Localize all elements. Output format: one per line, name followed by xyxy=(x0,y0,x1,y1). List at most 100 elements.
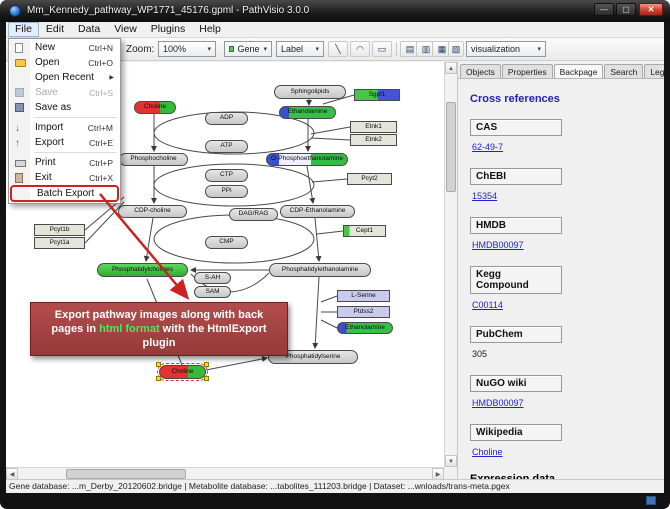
pathway-node-cdp-choline[interactable]: CDP-choline xyxy=(118,205,187,218)
menu-item-import[interactable]: Import Ctrl+M xyxy=(10,120,119,135)
pathway-node-cept1[interactable]: Cept1 xyxy=(343,225,386,237)
pathway-node-pcyt1a[interactable]: Pcyt1a xyxy=(34,237,85,249)
annotation-highlight-text: html format xyxy=(99,323,160,336)
visualization-select[interactable]: visualization xyxy=(466,41,546,57)
crossref-title: HMDB xyxy=(470,217,562,234)
crossref-link[interactable]: C00114 xyxy=(472,300,503,310)
vertical-scroll-thumb[interactable] xyxy=(446,102,456,192)
menu-item-save-as[interactable]: Save as xyxy=(10,100,119,115)
pathway-node-ethanolamine[interactable]: Ethanolamine xyxy=(279,106,336,119)
pathway-node-etnk2[interactable]: Etnk2 xyxy=(350,134,397,146)
menu-plugins[interactable]: Plugins xyxy=(150,23,186,35)
close-button[interactable]: ✕ xyxy=(639,3,663,16)
stack-icon[interactable]: ▧ xyxy=(448,41,464,57)
scroll-down-icon[interactable]: ▼ xyxy=(445,455,457,467)
pathway-node-ppi[interactable]: PPi xyxy=(205,185,248,198)
pathway-node-sgpl1[interactable]: Sgpl1 xyxy=(354,89,400,101)
file-menu-dropdown: New Ctrl+N Open Ctrl+O Open Recent Save … xyxy=(8,38,121,204)
crossref-link[interactable]: 15354 xyxy=(472,191,498,201)
zoom-select[interactable]: 100% xyxy=(158,41,216,57)
pathway-node-dag-rag[interactable]: DAG/RAG xyxy=(229,208,278,221)
selection-handle[interactable] xyxy=(156,362,161,367)
pathway-node-sam[interactable]: SAM xyxy=(194,286,231,298)
annotation-text: Export pathway images along with back pa… xyxy=(51,309,264,336)
menu-item-open[interactable]: Open Ctrl+O xyxy=(10,55,119,70)
arc-tool-icon[interactable]: ◠ xyxy=(350,41,370,57)
menu-item-batch-export[interactable]: Batch Export xyxy=(10,185,119,202)
save-as-icon xyxy=(15,103,24,112)
pathway-node-etnk1[interactable]: Etnk1 xyxy=(350,121,397,133)
menu-view[interactable]: View xyxy=(114,23,137,35)
menu-item-export[interactable]: Export Ctrl+E xyxy=(10,135,119,150)
crossref-title: PubChem xyxy=(470,326,562,343)
crossref-title: Kegg Compound xyxy=(470,266,562,294)
pathway-node-phosphatidylserine[interactable]: Phosphatidylserine xyxy=(268,350,358,364)
selection-handle[interactable] xyxy=(204,362,209,367)
canvas-vertical-scrollbar[interactable]: ▲ ▼ xyxy=(444,62,457,467)
crossref-title: Wikipedia xyxy=(470,424,562,441)
pathway-node-ctp[interactable]: CTP xyxy=(205,169,248,182)
status-text: Gene database: ...m_Derby_20120602.bridg… xyxy=(9,481,510,491)
pathway-node-sphingolipids[interactable]: Sphingolipids xyxy=(274,85,346,99)
menu-data[interactable]: Data xyxy=(78,23,101,35)
scroll-up-icon[interactable]: ▲ xyxy=(445,62,457,74)
crossref-title: NuGO wiki xyxy=(470,375,562,392)
pathway-node-l-serine[interactable]: L-Serine xyxy=(337,290,390,302)
canvas-horizontal-scrollbar[interactable]: ◀ ▶ xyxy=(6,467,444,480)
resize-grip[interactable] xyxy=(646,496,656,505)
pathway-node-s-ah[interactable]: S-AH xyxy=(194,272,231,284)
pathway-node-ptdss2[interactable]: Ptdss2 xyxy=(337,306,390,318)
tab-properties[interactable]: Properties xyxy=(501,64,553,78)
pathway-node-atp[interactable]: ATP xyxy=(205,140,248,153)
selection-handle[interactable] xyxy=(204,376,209,381)
datanode-tool-select[interactable]: Gene xyxy=(224,41,272,57)
pathway-node-phosphatidylcholines[interactable]: Phosphatidylcholines xyxy=(97,263,188,277)
maximize-button[interactable]: ▢ xyxy=(616,3,636,16)
pathway-node-o-phosphoethanolamine[interactable]: O-Phosphoethanolamine xyxy=(266,153,348,166)
minimize-button[interactable]: — xyxy=(594,3,614,16)
tool-bar: Zoom: 100% Gene Label ╲ ◠ ▭ ▤ ▥ ▦ ▧ visu… xyxy=(6,38,664,61)
menu-separator xyxy=(34,117,117,118)
pathway-node-pcyt2[interactable]: Pcyt2 xyxy=(347,173,392,185)
crossref-section-wikipedia: Wikipedia Choline xyxy=(470,424,652,460)
pathway-node-ethanolamine[interactable]: Ethanolamine xyxy=(337,322,393,334)
crossref-link[interactable]: 62-49-7 xyxy=(472,142,504,152)
exit-icon xyxy=(15,173,23,183)
side-panel-tabs: Objects Properties Backpage Search Legen… xyxy=(458,62,664,79)
horizontal-scroll-thumb[interactable] xyxy=(66,469,186,479)
tab-backpage[interactable]: Backpage xyxy=(553,64,604,78)
menu-edit[interactable]: Edit xyxy=(45,23,65,35)
pathway-node-adp[interactable]: ADP xyxy=(205,112,248,125)
pathway-node-cdp-ethanolamine[interactable]: CDP-Ethanolamine xyxy=(280,205,355,218)
menu-item-new[interactable]: New Ctrl+N xyxy=(10,40,119,55)
menu-separator xyxy=(34,152,117,153)
toolbar-separator xyxy=(396,42,397,56)
label-tool-select[interactable]: Label xyxy=(276,41,324,57)
pathway-node-phosphocholine[interactable]: Phosphocholine xyxy=(119,153,188,166)
crossref-link[interactable]: HMDB00097 xyxy=(472,398,524,408)
line-tool-icon[interactable]: ╲ xyxy=(328,41,348,57)
menu-item-open-recent[interactable]: Open Recent xyxy=(10,70,119,85)
tab-objects[interactable]: Objects xyxy=(460,64,501,78)
window-title: Mm_Kennedy_pathway_WP1771_45176.gpml - P… xyxy=(27,5,310,16)
menu-help[interactable]: Help xyxy=(199,23,221,35)
pathway-node-pcyt1b[interactable]: Pcyt1b xyxy=(34,224,85,236)
crossref-title: ChEBI xyxy=(470,168,562,185)
pathway-node-choline[interactable]: Choline xyxy=(157,363,208,381)
pathway-node-phosphatidylethanolamine[interactable]: Phosphatidylethanolamine xyxy=(269,263,371,277)
menu-file[interactable]: File xyxy=(8,22,39,37)
menu-item-exit[interactable]: Exit Ctrl+X xyxy=(10,170,119,185)
tab-legend[interactable]: Legend xyxy=(644,64,664,78)
selection-handle[interactable] xyxy=(156,376,161,381)
printer-icon xyxy=(15,160,26,167)
tab-search[interactable]: Search xyxy=(604,64,644,78)
align-vertical-icon[interactable]: ▥ xyxy=(416,41,436,57)
crossref-section-cas: CAS 62-49-7 xyxy=(470,119,652,155)
shape-tool-icon[interactable]: ▭ xyxy=(372,41,392,57)
pathway-node-cmp[interactable]: CMP xyxy=(205,236,248,249)
crossref-link[interactable]: HMDB00097 xyxy=(472,240,524,250)
backpage-content: Cross references CAS 62-49-7 ChEBI 15354… xyxy=(458,79,664,485)
crossref-link[interactable]: Choline xyxy=(472,447,503,457)
pathway-node-choline[interactable]: Choline xyxy=(134,101,176,114)
menu-item-print[interactable]: Print Ctrl+P xyxy=(10,155,119,170)
